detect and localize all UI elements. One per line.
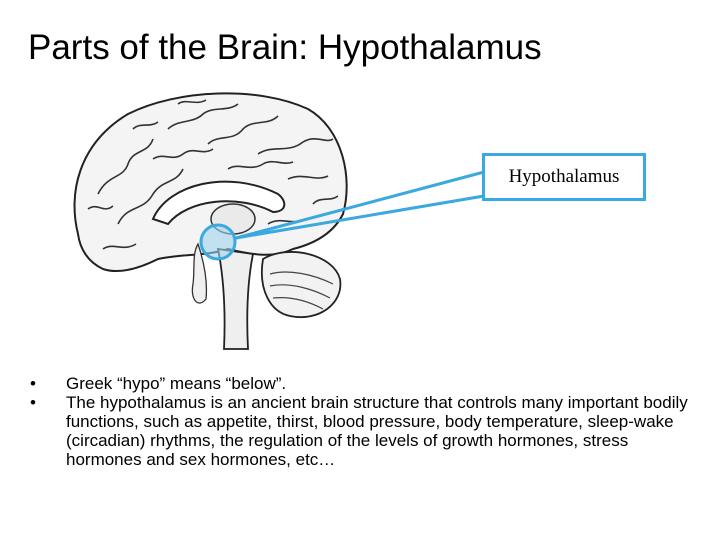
hypothalamus-callout-box: Hypothalamus [482, 153, 646, 201]
bullet-marker: • [30, 393, 36, 412]
bullet-marker: • [30, 374, 36, 393]
bullet-text: Greek “hypo” means “below”. [66, 374, 287, 393]
bullet-item: • Greek “hypo” means “below”. [30, 374, 690, 393]
bullet-text: The hypothalamus is an ancient brain str… [66, 393, 688, 469]
bullet-list: • Greek “hypo” means “below”. • The hypo… [30, 374, 690, 469]
bullet-item: • The hypothalamus is an ancient brain s… [30, 393, 690, 469]
callout-label: Hypothalamus [508, 166, 620, 187]
brain-illustration [73, 92, 348, 350]
slide-title: Parts of the Brain: Hypothalamus [28, 28, 542, 67]
